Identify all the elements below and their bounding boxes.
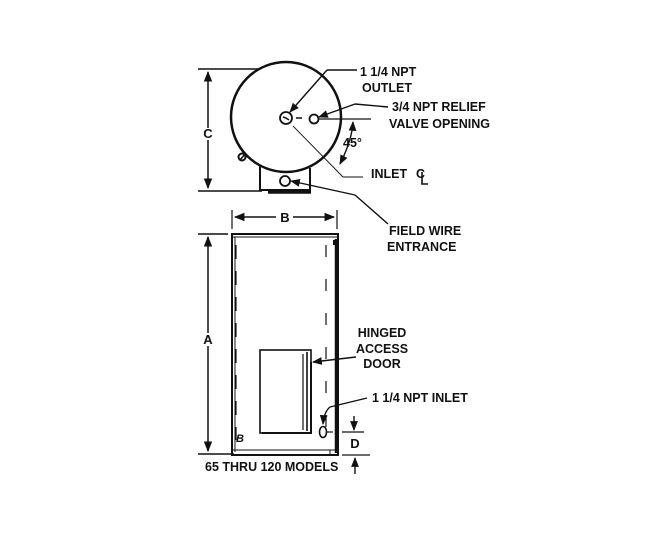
hinged-access-door — [259, 349, 312, 434]
relief-label-line1: 3/4 NPT RELIEF — [392, 100, 486, 114]
dimension-b: B — [231, 210, 338, 229]
heater-cabinet — [231, 233, 339, 456]
relief-leader — [318, 103, 389, 118]
dimension-a-label: A — [203, 332, 213, 347]
dimension-c: C — [198, 68, 262, 192]
field-wire-leader — [290, 179, 389, 225]
relief-valve-opening-icon — [308, 113, 320, 125]
dimension-b-label: B — [280, 210, 289, 225]
inlet-fitting-icon — [318, 425, 333, 439]
dimension-d-label: D — [350, 436, 359, 451]
outlet-leader — [289, 69, 357, 113]
models-caption: 65 THRU 120 MODELS — [205, 460, 338, 474]
door-label-line2: ACCESS — [356, 342, 408, 356]
centerline-icon: C — [416, 167, 428, 185]
drain-valve-icon: B — [236, 433, 244, 445]
front-view: B A — [198, 210, 468, 474]
dimension-c-label: C — [203, 126, 213, 141]
outlet-fitting-icon — [279, 111, 293, 125]
outlet-label-line1: 1 1/4 NPT — [360, 65, 417, 79]
field-wire-label-line2: ENTRANCE — [387, 240, 456, 254]
field-wire-hole-icon — [279, 175, 291, 187]
drain-fitting-icon — [237, 152, 247, 162]
door-label-line3: DOOR — [363, 357, 401, 371]
inlet-cl-label: INLET — [371, 167, 407, 181]
tank-top-circle — [229, 60, 343, 174]
inlet-leader — [319, 397, 368, 425]
dimension-a: A — [198, 233, 234, 455]
door-leader — [312, 356, 357, 365]
field-wire-label-line1: FIELD WIRE — [389, 224, 461, 238]
relief-label-line2: VALVE OPENING — [389, 117, 490, 131]
dimension-d: D — [342, 416, 370, 474]
door-label-line1: HINGED — [358, 326, 407, 340]
top-view: C — [198, 60, 490, 254]
inlet-label: 1 1/4 NPT INLET — [372, 391, 468, 405]
angle-label: 45° — [343, 136, 362, 150]
outlet-label-line2: OUTLET — [362, 81, 412, 95]
svg-text:C: C — [416, 167, 425, 181]
junction-box — [259, 166, 311, 194]
